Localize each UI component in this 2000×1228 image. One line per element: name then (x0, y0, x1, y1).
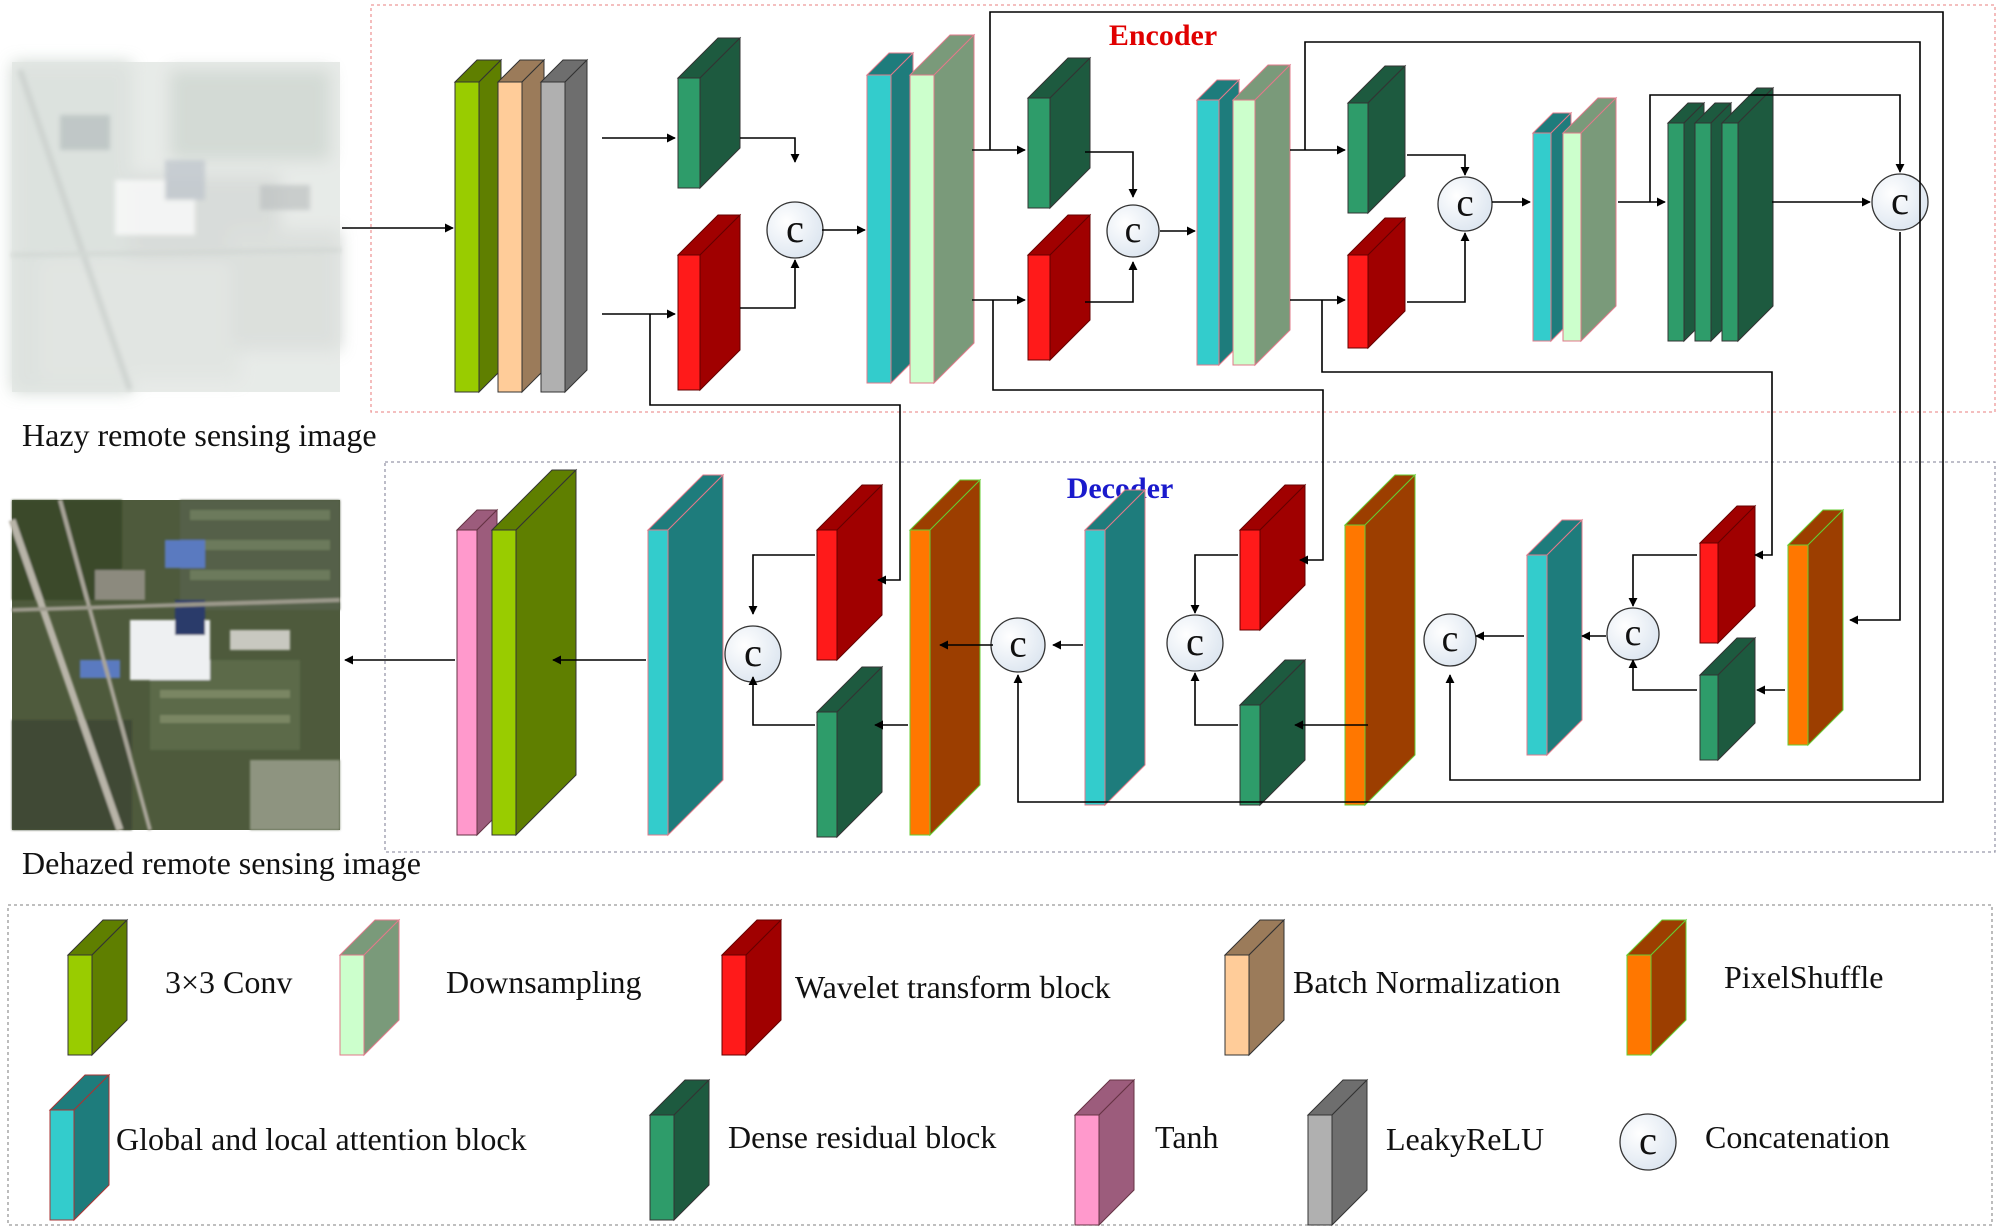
svg-text:c: c (1125, 209, 1142, 251)
legend-icons: c (48, 918, 1688, 1227)
dec-wavelet-block-1 (1698, 504, 1757, 645)
dec-attention-block-3 (646, 473, 725, 837)
dec-dense-block-2 (1238, 658, 1307, 807)
dec-concat-1: c (1606, 607, 1660, 661)
svg-text:c: c (1456, 181, 1473, 224)
legend-batchnorm-label: Batch Normalization (1293, 964, 1560, 1000)
svg-text:c: c (1442, 618, 1459, 660)
hazy-image (11, 62, 341, 392)
legend-dense-label: Dense residual block (728, 1119, 996, 1155)
dec-pixelshuffle-block-3 (908, 478, 982, 837)
legend-wavelet-icon (720, 918, 783, 1057)
enc-wavelet-block-1 (676, 213, 742, 392)
enc-concat-1: c (766, 201, 824, 259)
dec-dense-block-3 (815, 665, 884, 839)
legend-tanh-icon (1073, 1078, 1136, 1227)
dec-wavelet-block-2 (1238, 483, 1307, 632)
input-caption: Hazy remote sensing image (22, 417, 377, 453)
legend-downsampling-icon (338, 918, 401, 1057)
enc-dense-block-3 (1346, 64, 1407, 215)
svg-text:c: c (1186, 619, 1204, 664)
blocks-layer (453, 33, 1845, 839)
legend-attention-label: Global and local attention block (116, 1121, 527, 1157)
dec-concat-5: c (724, 625, 782, 683)
concat-layer: c c c c c c c c c (724, 173, 1929, 683)
svg-text:c: c (1009, 622, 1026, 665)
legend-tanh-label: Tanh (1155, 1119, 1219, 1155)
legend-conv-label: 3×3 Conv (165, 964, 292, 1000)
dec-attention-block-1 (1525, 518, 1584, 757)
legend-leakyrelu-label: LeakyReLU (1386, 1121, 1544, 1157)
decoder-box (384, 461, 1996, 853)
legend-conv-icon (66, 918, 129, 1057)
legend-downsampling-label: Downsampling (446, 964, 642, 1000)
svg-text:c: c (1891, 178, 1909, 223)
legend-attention-icon (48, 1073, 111, 1222)
svg-text:c: c (1639, 1118, 1657, 1163)
enc-batchnorm-block (496, 58, 546, 394)
dec-tanh-block (455, 508, 499, 837)
svg-text:c: c (786, 206, 804, 251)
enc-dense-block-1 (676, 36, 742, 190)
dec-concat-3: c (1166, 614, 1224, 672)
legend-dense-icon (648, 1078, 711, 1222)
dec-concat-2: c (1423, 613, 1477, 667)
dec-pixelshuffle-block-1 (1786, 508, 1845, 747)
enc-wavelet-block-2 (1026, 213, 1092, 362)
dec-attention-block-2 (1083, 488, 1147, 807)
legend-labels: 3×3 Conv Downsampling Wavelet transform … (116, 959, 1890, 1157)
legend-concatenation-label: Concatenation (1705, 1119, 1890, 1155)
legend-pixelshuffle-icon (1625, 918, 1688, 1057)
enc-attention-block-1 (865, 51, 915, 385)
enc-conv-block (453, 58, 503, 394)
encoder-box (370, 4, 1996, 413)
legend-wavelet-label: Wavelet transform block (795, 969, 1111, 1005)
dec-concat-4: c (990, 617, 1046, 673)
enc-leakyrelu-block (539, 58, 589, 394)
enc-wavelet-block-3 (1346, 216, 1407, 350)
legend-concat-icon: c (1619, 1113, 1677, 1171)
svg-text:c: c (1625, 612, 1642, 654)
enc-concat-4: c (1871, 173, 1929, 231)
enc-concat-2: c (1106, 204, 1160, 258)
dehazed-image (8, 499, 341, 832)
legend-pixelshuffle-label: PixelShuffle (1724, 959, 1883, 995)
output-caption: Dehazed remote sensing image (22, 845, 421, 881)
encoder-title: Encoder (1109, 19, 1217, 52)
svg-text:c: c (744, 630, 762, 675)
enc-dense-block-2 (1026, 56, 1092, 210)
dec-wavelet-block-3 (815, 483, 884, 662)
dec-dense-block-1 (1698, 636, 1757, 762)
enc-concat-3: c (1437, 176, 1493, 232)
connections (342, 11, 1944, 803)
legend-box (7, 904, 1993, 1226)
dec-pixelshuffle-block-2 (1343, 473, 1417, 807)
enc-downsampling-block-3 (1561, 96, 1618, 343)
enc-dense-stack-3 (1720, 86, 1775, 343)
enc-downsampling-block-1 (908, 33, 976, 385)
enc-downsampling-block-2 (1231, 63, 1292, 367)
legend-batchnorm-icon (1223, 918, 1286, 1057)
legend-leakyrelu-icon (1306, 1078, 1369, 1227)
dec-conv-block (490, 468, 578, 837)
